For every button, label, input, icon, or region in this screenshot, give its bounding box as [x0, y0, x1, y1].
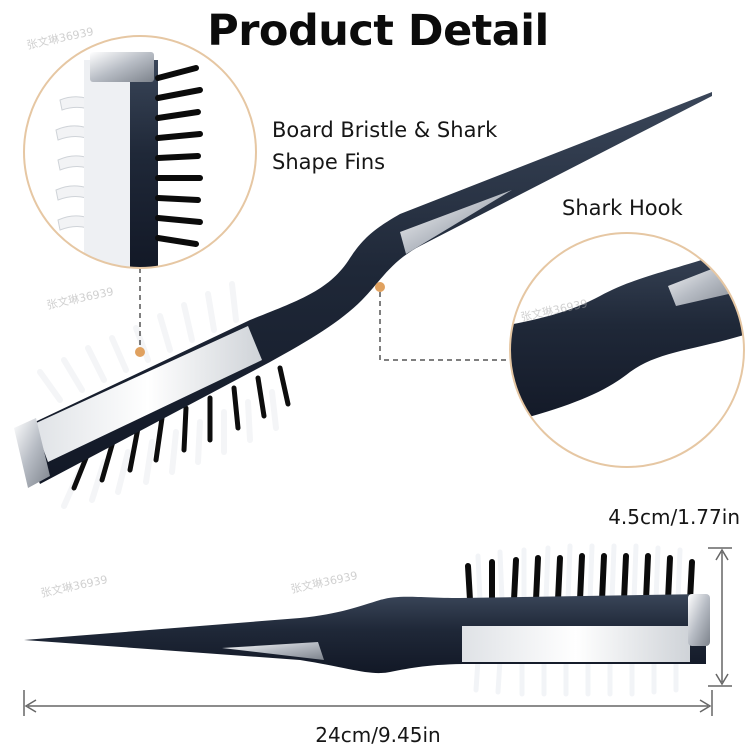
page-title: Product Detail	[207, 6, 549, 56]
hook-callout: Shark Hook	[562, 196, 683, 220]
upper-brush-end-cap	[14, 418, 50, 488]
lower-brush-plate	[462, 626, 690, 662]
callout-leaders	[139, 268, 510, 361]
upper-brush-hook-plate	[400, 190, 512, 254]
lower-brush-hook-plate	[222, 642, 324, 660]
hook-marker-dot	[375, 282, 385, 292]
height-dimension-label: 4.5cm/1.77in	[608, 505, 740, 529]
lower-brush	[24, 543, 710, 697]
bristle-marker-dot	[135, 347, 145, 357]
upper-brush	[14, 92, 712, 509]
bristle-callout-line1: Board Bristle & Shark	[272, 118, 498, 142]
bristle-zoom-circle	[23, 35, 257, 269]
dimension-lines	[23, 547, 732, 716]
upper-brush-bristles	[37, 281, 291, 509]
lower-brush-white-bristles	[473, 543, 683, 697]
hook-zoom-circle	[509, 232, 745, 468]
length-dimension-label: 24cm/9.45in	[315, 723, 441, 747]
upper-brush-plate	[34, 326, 262, 462]
lower-brush-black-bristles	[465, 553, 695, 603]
lower-brush-end-cap	[688, 594, 710, 646]
bristle-callout-line2: Shape Fins	[272, 150, 386, 174]
bristle-callout: Board Bristle & Shark Shape Fins	[272, 114, 497, 178]
